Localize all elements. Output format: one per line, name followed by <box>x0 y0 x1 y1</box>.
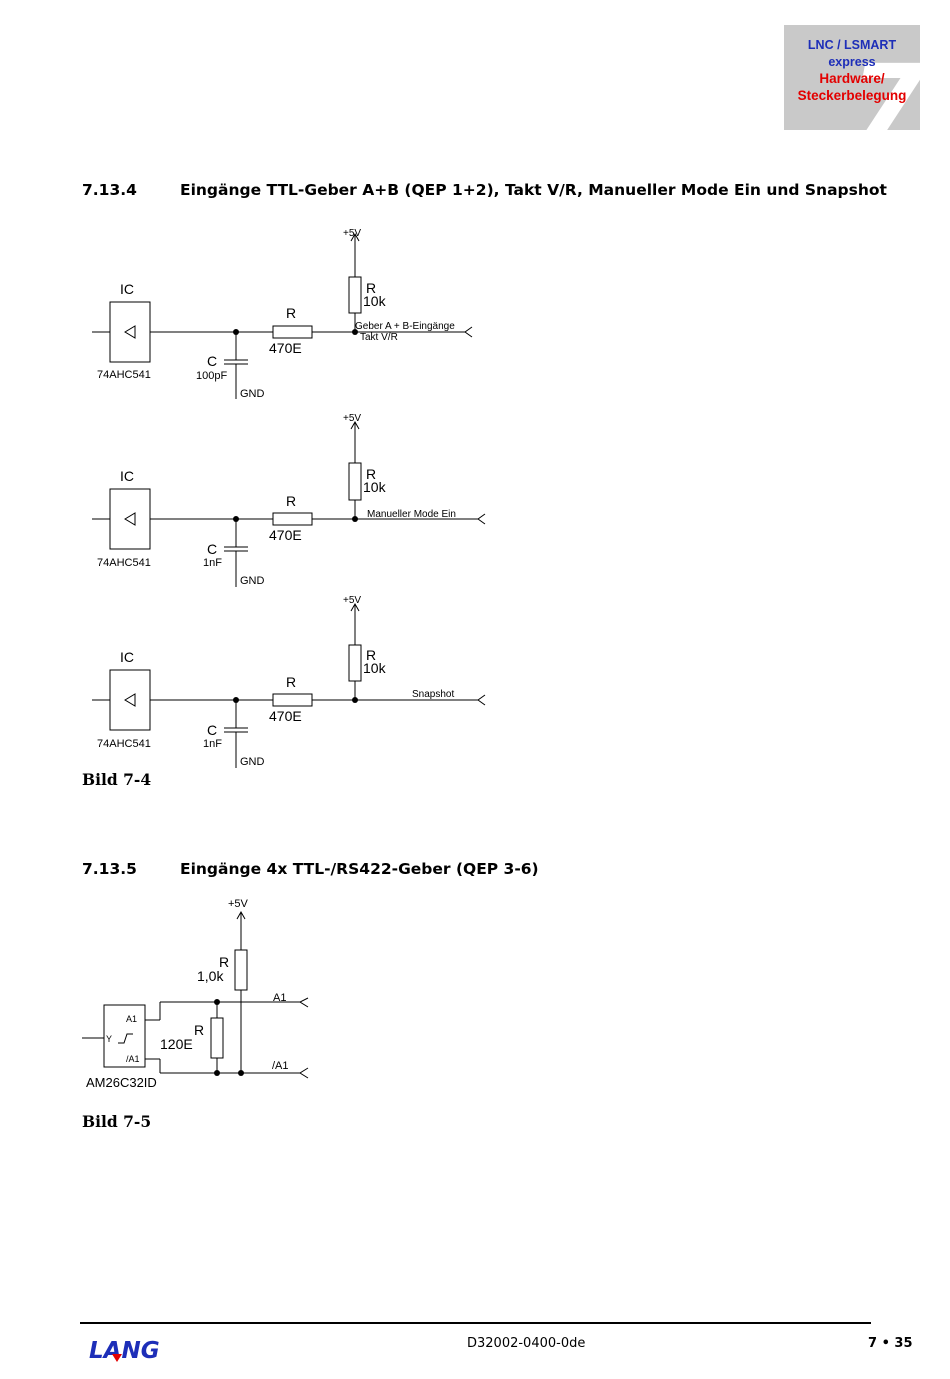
section-title: Eingänge TTL-Geber A+B (QEP 1+2), Takt V… <box>180 181 887 199</box>
resistor-value: 470E <box>269 708 302 724</box>
capacitor-label: C <box>207 541 217 557</box>
chapter-header: 7 LNC / LSMART express Hardware/ Stecker… <box>784 25 920 130</box>
vcc-label: +5V <box>343 228 361 239</box>
resistor-2-value: 120E <box>160 1036 193 1052</box>
ic-label: IC <box>120 281 134 297</box>
schematic-ttl-encoder: IC 74AHC541 R 470E R 10k +5V C 100pF GND… <box>92 228 473 400</box>
resistor-1-label: R <box>219 954 229 970</box>
schematic-manual-mode: IC 74AHC541 R 470E R 10k +5V C 1nF GND M… <box>92 413 486 587</box>
capacitor-value: 1nF <box>203 738 222 750</box>
vcc-label: +5V <box>343 413 361 424</box>
figure-caption: Bild 7-4 <box>82 770 152 789</box>
receiver-part: AM26C32ID <box>86 1075 157 1090</box>
pullup-label: R <box>366 466 376 482</box>
signal-label: Manueller Mode Ein <box>367 509 456 520</box>
pullup-value: 10k <box>363 479 387 495</box>
company-logo: LANG <box>89 1338 160 1364</box>
vcc-label: +5V <box>228 898 249 910</box>
ic-part: 74AHC541 <box>97 738 151 750</box>
signal-label: Snapshot <box>412 689 454 700</box>
pin-a1-label: A1 <box>126 1014 137 1024</box>
product-edition: express <box>828 55 876 69</box>
resistor-value: 470E <box>269 340 302 356</box>
resistor-value: 470E <box>269 527 302 543</box>
pullup-label: R <box>366 647 376 663</box>
schematic-rs422-encoder: +5V R 1,0k R 120E A1 /A1 Y A1 /A1 AM26C3… <box>82 898 309 1090</box>
pin-na1-label: /A1 <box>126 1054 140 1064</box>
logo-text: LANG <box>89 1338 160 1364</box>
resistor-label: R <box>286 305 296 321</box>
chapter-mark: 7 <box>849 41 920 130</box>
resistor-1-value: 1,0k <box>197 968 224 984</box>
ic-part: 74AHC541 <box>97 369 151 381</box>
section-number: 7.13.5 <box>82 860 137 878</box>
ic-label: IC <box>120 468 134 484</box>
resistor-label: R <box>286 674 296 690</box>
capacitor-value: 100pF <box>196 370 227 382</box>
chapter-title-line1: Hardware/ <box>819 71 885 86</box>
pullup-label: R <box>366 280 376 296</box>
ic-part: 74AHC541 <box>97 557 151 569</box>
pin-y-label: Y <box>106 1034 112 1044</box>
pullup-value: 10k <box>363 660 387 676</box>
signal-na1-label: /A1 <box>272 1060 289 1072</box>
resistor-label: R <box>286 493 296 509</box>
product-name: LNC / LSMART <box>807 38 897 52</box>
capacitor-value: 1nF <box>203 557 222 569</box>
signal-label-2: Takt V/R <box>360 332 398 343</box>
signal-label: Geber A + B-Eingänge <box>355 321 455 332</box>
capacitor-label: C <box>207 353 217 369</box>
signal-a1-label: A1 <box>273 992 286 1004</box>
ic-label: IC <box>120 649 134 665</box>
gnd-label: GND <box>240 575 265 587</box>
section-title: Eingänge 4x TTL-/RS422-Geber (QEP 3-6) <box>180 860 539 878</box>
schematic-snapshot: IC 74AHC541 R 470E R 10k +5V C 1nF GND S… <box>92 595 486 768</box>
gnd-label: GND <box>240 756 265 768</box>
page-number: 7 • 35 <box>868 1336 913 1351</box>
document-number: D32002-0400-0de <box>467 1336 586 1351</box>
footer-divider <box>80 1322 871 1324</box>
figure-caption: Bild 7-5 <box>82 1112 152 1131</box>
vcc-label: +5V <box>343 595 361 606</box>
gnd-label: GND <box>240 388 265 400</box>
capacitor-label: C <box>207 722 217 738</box>
chapter-title-line2: Steckerbelegung <box>797 88 907 103</box>
pullup-value: 10k <box>363 293 387 309</box>
resistor-2-label: R <box>194 1022 204 1038</box>
section-number: 7.13.4 <box>82 181 137 199</box>
